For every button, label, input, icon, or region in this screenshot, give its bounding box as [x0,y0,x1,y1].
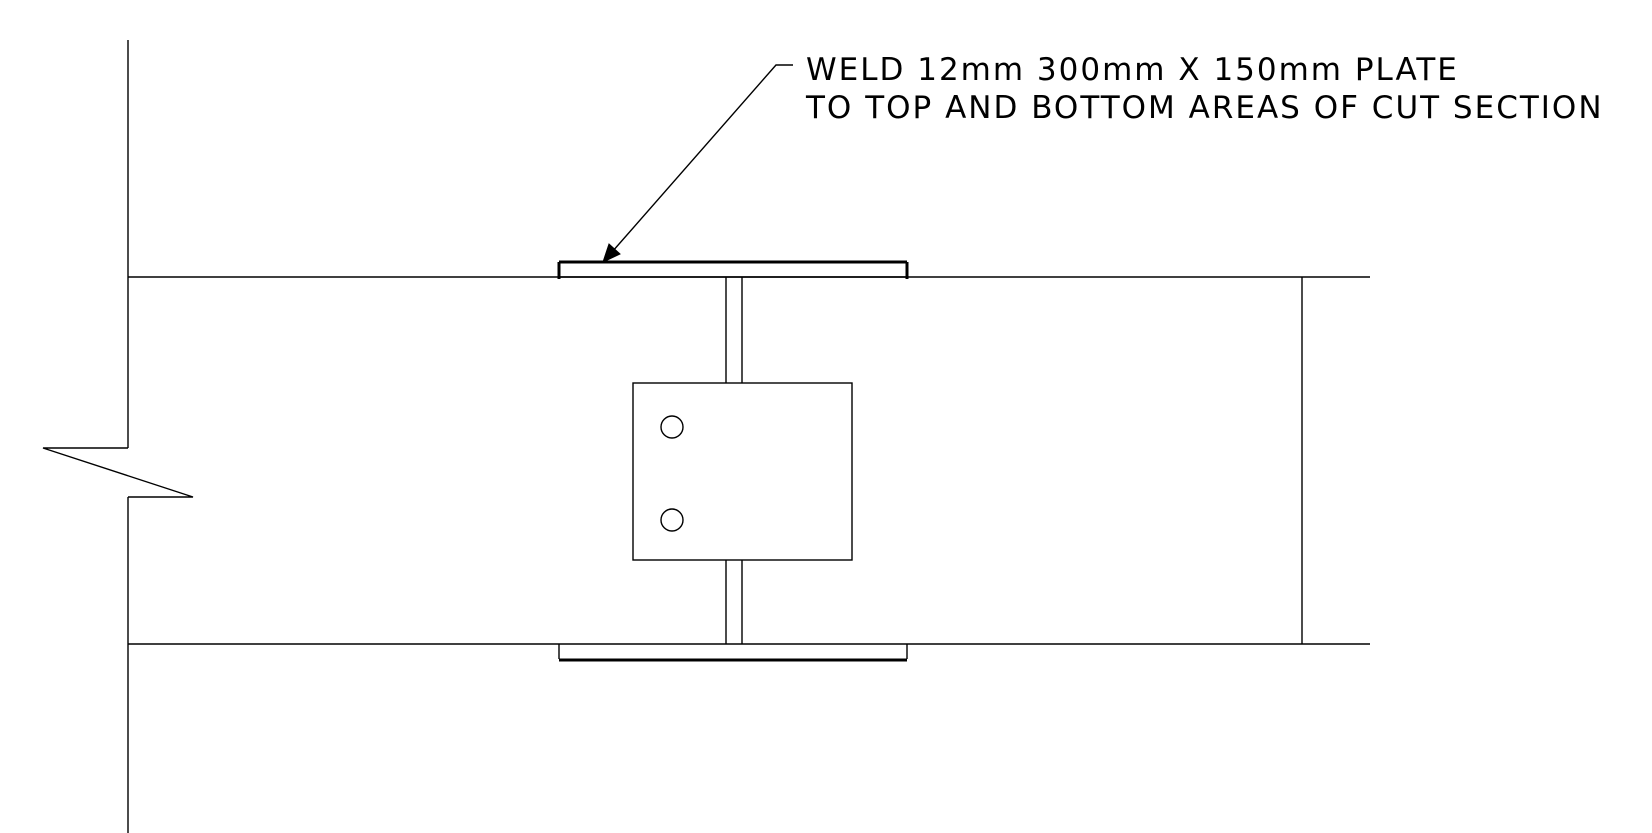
bolt-hole-bottom [660,508,684,532]
note-line-2: TO TOP AND BOTTOM AREAS OF CUT SECTION [805,90,1604,126]
web-splice-plate [632,382,853,561]
note-line-1: WELD 12mm 300mm X 150mm PLATE [806,52,1459,88]
beam-web [725,277,743,644]
column-with-break-symbol [42,40,194,833]
top-flange-plate [557,260,909,279]
bolt-hole-top [660,415,684,439]
leader-arrow [602,64,793,263]
beam-section [128,276,1370,645]
bottom-flange-plate [558,644,908,662]
